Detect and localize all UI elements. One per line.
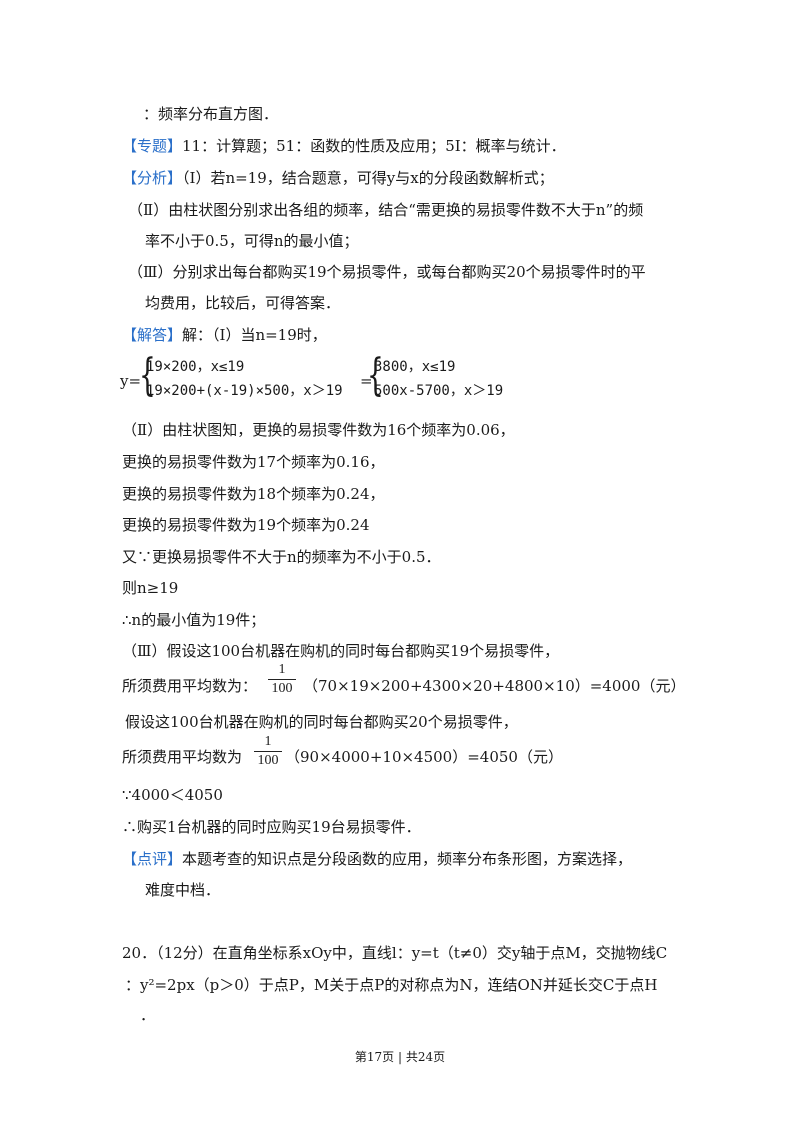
part2-line-1: （Ⅱ）由柱状图知，更换的易损零件数为16个频率为0.06， [122,421,515,439]
analysis-text-1: （Ⅰ）若n=19，结合题意，可得y与x的分段函数解析式； [182,169,554,187]
topic-text: 11：计算题；51：函数的性质及应用；5I：概率与统计． [182,137,566,155]
fraction-1-over-100-b: 1 100 [254,734,282,769]
comment-line-2: 难度中档． [145,881,221,899]
analysis-line-3b: 均费用，比较后，可得答案． [145,294,341,312]
fraction-numerator-a: 1 [278,662,286,677]
part3-line-2-rest: （70×19×200+4300×20+4800×10）=4000（元） [303,677,686,695]
analysis-line-2b: 率不小于0.5，可得n的最小值； [145,232,359,250]
part3-line-2-prefix: 所须费用平均数为： [122,677,258,695]
page-footer: 第17页 | 共24页 [354,1050,446,1064]
left-brace-1: { [139,350,156,401]
solution-line-1: 【解答】解：（Ⅰ）当n=19时， [122,325,327,345]
analysis-tag: 【分析】 [122,169,183,187]
fraction-bar-a [268,679,296,680]
fraction-numerator-b: 1 [264,734,272,749]
question-20-line-3: ． [140,1006,156,1024]
fraction-denominator-a: 100 [271,681,293,696]
analysis-line-1: 【分析】（Ⅰ）若n=19，结合题意，可得y与x的分段函数解析式； [122,168,554,188]
piece-1a: 19×200，x≤19 [146,359,245,375]
comment-text-1: 本题考查的知识点是分段函数的应用，频率分布条形图，方案选择， [182,850,633,868]
part3-line-6: ∴购买1台机器的同时应购买19台易损零件． [122,818,421,836]
part2-line-2: 更换的易损零件数为17个频率为0.16， [122,453,385,471]
part2-line-7: ∴n的最小值为19件； [122,611,266,629]
part3-line-4-rest: （90×4000+10×4500）=4050（元） [285,748,563,766]
part3-line-4-prefix: 所须费用平均数为 [122,748,243,766]
part2-line-6: 则n≥19 [122,579,179,597]
y-equals: y= [120,372,142,390]
part3-line-4: 所须费用平均数为 [122,747,242,767]
analysis-line-3a: （Ⅲ）分别求出每台都购买19个易损零件，或每台都购买20个易损零件时的平 [128,263,646,281]
part2-line-3: 更换的易损零件数为18个频率为0.24， [122,485,385,503]
part3-line-3: 假设这100台机器在购机的同时每台都购买20个易损零件， [125,713,518,731]
fraction-denominator-b: 100 [257,753,279,768]
comment-tag: 【点评】 [122,850,183,868]
comment-line-1: 【点评】本题考查的知识点是分段函数的应用，频率分布条形图，方案选择， [122,849,632,869]
part2-line-5: 又∵更换易损零件不大于n的频率为不小于0.5． [122,548,441,566]
question-20-line-2: ：y²=2px（p＞0）于点P，M关于点P的对称点为N，连结ON并延长交C于点H [125,976,658,994]
equals-sign: = [360,372,373,390]
piece-2a: 3800，x≤19 [374,359,456,375]
solution-text-1: 解：（Ⅰ）当n=19时， [182,326,327,344]
analysis-line-2a: （Ⅱ）由柱状图分别求出各组的频率，结合“需更换的易损零件数不大于n”的频 [128,201,644,219]
part2-line-4: 更换的易损零件数为19个频率为0.24 [122,516,370,534]
fraction-bar-b [254,751,282,752]
topic-tag: 【专题】 [122,137,183,155]
part3-line-1: （Ⅲ）假设这100台机器在购机的同时每台都购买19个易损零件， [122,642,560,660]
left-brace-2: { [367,350,384,401]
solution-tag: 【解答】 [122,326,183,344]
question-20-line-1: 20．（12分）在直角坐标系xOy中，直线l：y=t（t≠0）交y轴于点M，交抛… [122,944,668,962]
fraction-1-over-100-a: 1 100 [268,662,296,697]
knowledge-point-line: ：频率分布直方图． [143,105,279,123]
part3-line-2: 所须费用平均数为： [122,676,257,696]
part3-line-5: ∵4000＜4050 [122,786,223,804]
piece-2b: 500x-5700，x＞19 [374,383,504,399]
topic-line: 【专题】11：计算题；51：函数的性质及应用；5I：概率与统计． [122,136,566,156]
piece-1b: 19×200+(x-19)×500，x＞19 [146,383,343,399]
